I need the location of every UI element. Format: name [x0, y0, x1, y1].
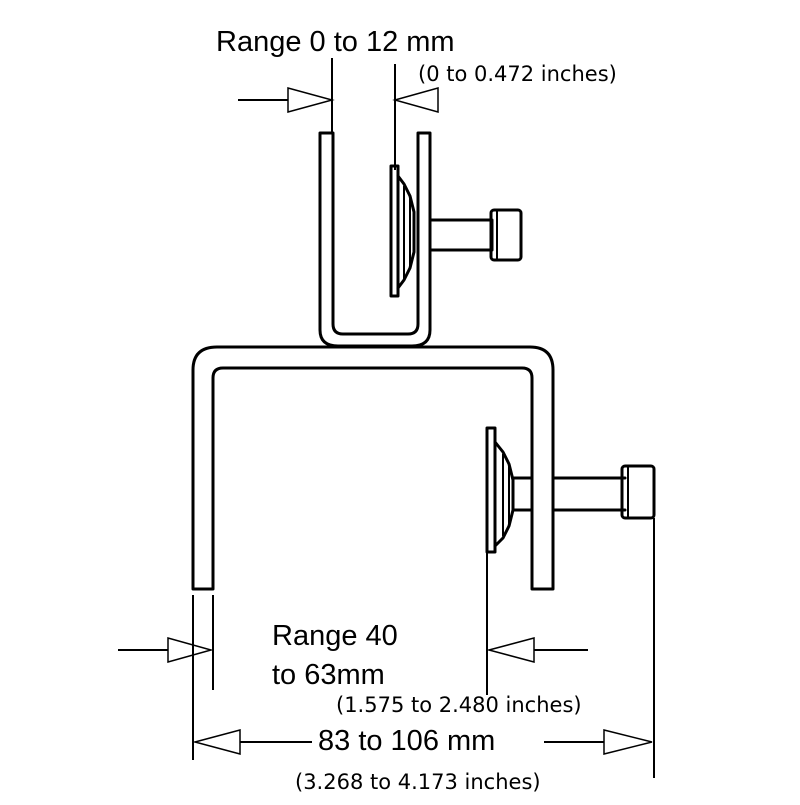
inner-range-dimension	[118, 552, 588, 695]
top-clamp-pad	[389, 164, 416, 298]
inner-range-inches-label: (1.575 to 2.480 inches)	[336, 693, 582, 717]
top-range-label: Range 0 to 12 mm	[216, 26, 455, 58]
overall-range-dimension	[192, 518, 655, 778]
inner-range-label-line2: to 63mm	[272, 659, 385, 691]
top-range-inches-label: (0 to 0.472 inches)	[418, 62, 617, 86]
top-clamp-bracket	[318, 131, 432, 348]
main-clamp-screw	[511, 464, 656, 520]
overall-range-label: 83 to 106 mm	[318, 725, 496, 757]
top-clamp-screw	[428, 208, 523, 262]
main-c-frame	[191, 345, 555, 591]
overall-range-inches-label: (3.268 to 4.173 inches)	[295, 770, 541, 794]
main-clamp-pad	[485, 426, 515, 554]
top-range-dimension	[238, 58, 439, 170]
inner-range-label-line1: Range 40	[272, 620, 398, 652]
